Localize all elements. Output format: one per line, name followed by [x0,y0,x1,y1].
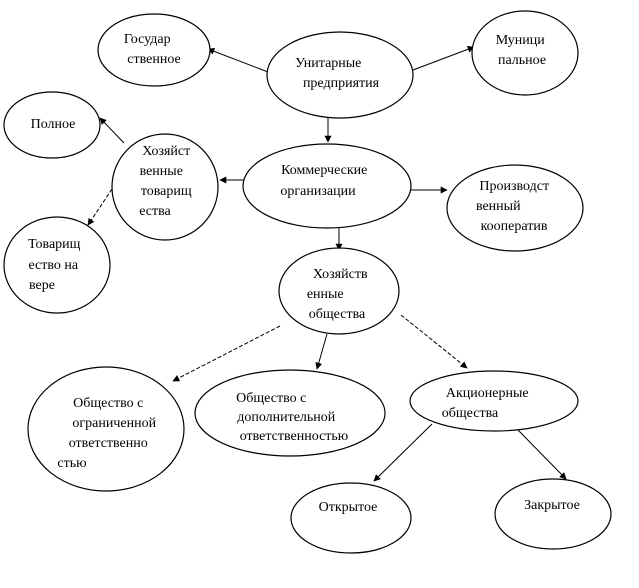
node-proizvodstvennyy-kooperativ: Производст венный кооператив [446,164,584,252]
edge-hoz-tovarishchestva-to-tovarishchestvo-na-vere [87,188,113,226]
edges [87,45,567,482]
node-polnoe: Полное [3,91,101,159]
edge-hoz-tovarishchestva-to-polnoe [99,117,125,144]
svg-text:Муници пальное: Муници пальное [496,33,549,68]
edge-hoz-obshchestva-to-ooo [172,325,281,382]
svg-text:Закрытое: Закрытое [524,498,580,513]
node-otkrytoe: Открытое [290,482,412,554]
node-unitarnye-predpriyatiya: Унитарные предприятия [266,31,414,119]
node-ooo: Общество с ограниченной ответственно сть… [27,366,185,492]
edge-akcionernye-to-otkrytoe [373,423,433,482]
svg-text:Открытое: Открытое [319,500,378,515]
node-hoz-tovarishchestva: Хозяйст венные товарищ ества [111,133,219,241]
edge-akcionernye-to-zakrytoe [517,429,567,480]
node-municipalnoe: Муници пальное [471,10,579,96]
node-gosudarstvennoe: Государ ственное [97,13,211,87]
svg-text:Государ ственное: Государ ственное [124,32,181,67]
edge-unitarnye-to-gosudarstvennoe [207,47,269,73]
svg-text:Общество с дополнительно: Общество с дополнительной ответственност… [236,391,348,444]
svg-text:Хозяйст венные тов: Хозяйст венные товарищ ества [139,144,195,219]
edge-hoz-obshchestva-to-akcionernye [400,314,468,369]
node-hoz-obshchestva: Хозяйств енные общества [278,247,400,335]
edge-unitarnye-to-municipalnoe [412,45,475,71]
node-zakrytoe: Закрытое [494,478,612,550]
node-akcionernye-obshchestva: Акционерные общества [409,370,579,432]
svg-text:Акционерные общества: Акционерные общества [442,386,532,421]
svg-text:Производст венный: Производст венный кооператив [476,179,553,234]
node-tovarishchestvo-na-vere: Товарищ ество на вере [3,216,111,314]
svg-text:Полное: Полное [31,117,76,132]
node-kommercheskie-organizacii: Коммерческие организации [242,143,412,229]
edge-hoz-obshchestva-to-odo [315,333,328,370]
svg-text:Хозяйств енные общ: Хозяйств енные общества [307,267,371,322]
svg-text:Товарищ ество на в: Товарищ ество на вере [28,237,84,293]
svg-text:Коммерческие организации: Коммерческие организации [280,163,370,199]
svg-text:Унитарные предприятия: Унитарные предприятия [295,56,380,91]
svg-text:Общество с ограниченной: Общество с ограниченной ответственно сть… [57,396,159,471]
node-odo: Общество с дополнительной ответственност… [194,369,386,457]
